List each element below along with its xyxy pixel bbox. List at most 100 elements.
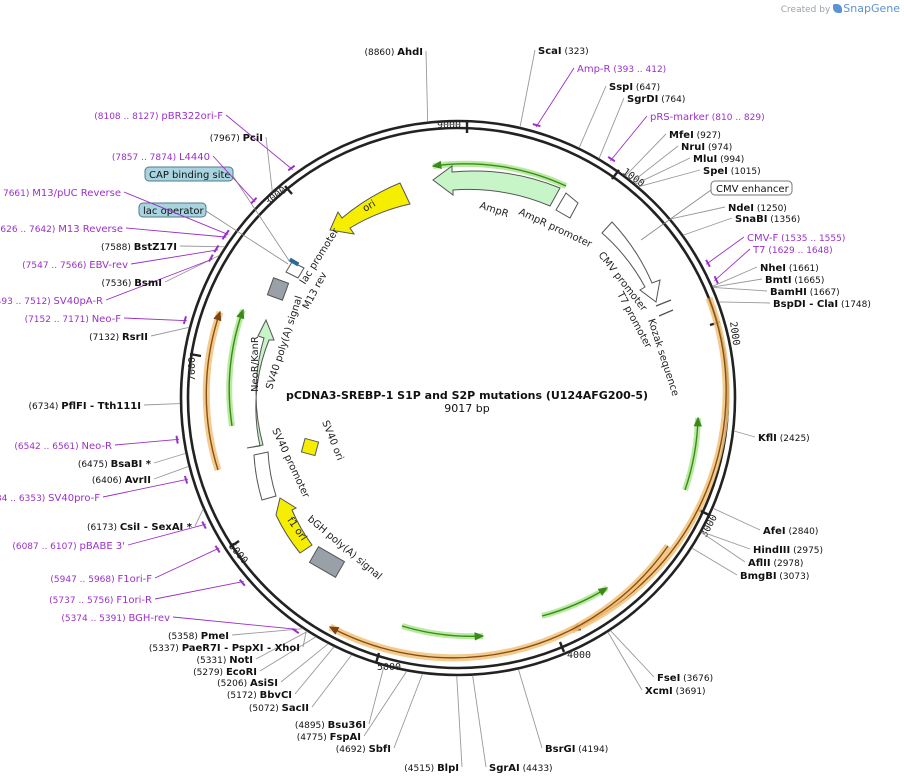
site-name: NruI <box>681 142 705 153</box>
restriction-site-labels[interactable]: (8860) AhdI ScaI (323) SspI (647)SgrDI (76… <box>28 46 870 774</box>
restriction-site-label[interactable]: NdeI (1250) <box>728 203 787 214</box>
primer-label[interactable]: T7 (1629 .. 1648) <box>752 245 833 256</box>
lac-operator-box <box>138 202 207 218</box>
site-name: PmeI <box>201 631 229 642</box>
feature-kozak-line <box>658 309 674 317</box>
primer-label[interactable]: (5737 .. 5756) F1ori-R <box>49 595 152 606</box>
restriction-site-label[interactable]: (5072) SacII <box>249 703 309 714</box>
restriction-site-label[interactable]: (7536) BsmI <box>101 278 162 289</box>
orf-arrow-top <box>431 160 567 187</box>
restriction-site-label[interactable]: BsrGI (4194) <box>545 744 608 755</box>
restriction-site-label[interactable]: ScaI (323) <box>538 46 589 57</box>
cap-binding-site-box <box>144 166 234 182</box>
restriction-site-label[interactable]: XcmI (3691) <box>645 686 706 697</box>
site-position: (5172) <box>227 691 260 701</box>
restriction-site-label[interactable]: (4692) SbfI <box>336 744 391 755</box>
site-name: SspI <box>609 82 633 93</box>
restriction-site-label[interactable]: NheI (1661) <box>760 263 819 274</box>
restriction-site-label[interactable]: SnaBI (1356) <box>735 214 800 225</box>
restriction-site-label[interactable]: AfeI (2840) <box>763 526 818 537</box>
restriction-site-label[interactable]: (6475) BsaBI * <box>78 459 152 470</box>
restriction-site-label[interactable]: (4775) FspAI <box>297 732 361 743</box>
site-name: SgrDI <box>627 94 658 105</box>
primer-label[interactable]: (7152 .. 7171) Neo-F <box>25 314 122 325</box>
restriction-site-label[interactable]: (6173) CsiI - SexAI * <box>87 522 193 533</box>
restriction-site-label[interactable]: (4515) BlpI <box>404 763 459 774</box>
restriction-site-label[interactable]: SgrDI (764) <box>627 94 685 105</box>
feature-shapes[interactable] <box>246 165 674 578</box>
restriction-site-label[interactable]: MfeI (927) <box>669 130 721 141</box>
restriction-site-label[interactable]: (5279) EcoRI <box>193 667 257 678</box>
site-name: PciI <box>243 133 263 144</box>
feature-f1-ori <box>275 497 313 554</box>
tick-label-9000: 9000 <box>437 120 461 131</box>
primer-mark <box>214 545 221 553</box>
restriction-site-label[interactable]: SspI (647) <box>609 82 660 93</box>
site-name: AvrII <box>125 475 151 486</box>
site-position: (6173) <box>87 523 120 533</box>
restriction-site-label[interactable]: (5337) PaeR7I - PspXI - XhoI <box>149 643 300 654</box>
primer-mark <box>238 579 246 587</box>
primer-label[interactable]: (7547 .. 7566) EBV-rev <box>22 260 128 271</box>
restriction-site-label[interactable]: NruI (974) <box>681 142 732 153</box>
restriction-site-label[interactable]: (7967) PciI <box>210 133 263 144</box>
site-name: AhdI <box>397 47 423 58</box>
orf-arcs <box>202 296 730 662</box>
site-position: (1661) <box>786 264 819 274</box>
primer-label[interactable]: (7639 .. 7661) M13/pUC Reverse <box>0 188 121 199</box>
restriction-site-label[interactable]: SpeI (1015) <box>703 166 761 177</box>
primer-label[interactable]: (6087 .. 6107) pBABE 3' <box>12 541 125 552</box>
tick-label-3000b: 3000 <box>263 185 289 209</box>
primer-label[interactable]: (5947 .. 5968) F1ori-F <box>50 574 152 585</box>
site-leader-line <box>363 670 408 737</box>
restriction-site-label[interactable]: KflI (2425) <box>758 433 810 444</box>
primer-label[interactable]: (8108 .. 8127) pBR322ori-F <box>94 111 223 122</box>
site-position: (8860) <box>364 48 397 58</box>
primer-range: (1629 .. 1648) <box>765 246 832 256</box>
restriction-site-label[interactable]: (7588) BstZ17I <box>101 242 177 253</box>
restriction-site-label[interactable]: SgrAI (4433) <box>489 763 553 774</box>
primer-labels[interactable]: Amp-R (393 .. 412) pRS-marker (810 .. 829… <box>0 64 845 624</box>
site-position: (6475) <box>78 460 111 470</box>
primer-label[interactable]: (5374 .. 5391) BGH-rev <box>61 613 170 624</box>
site-name: NheI <box>760 263 786 274</box>
site-leader-line <box>231 628 303 636</box>
restriction-site-label[interactable]: FseI (3676) <box>657 673 713 684</box>
restriction-site-label[interactable]: AflII (2978) <box>748 558 803 569</box>
site-position: (7132) <box>89 333 122 343</box>
boxed-labels[interactable]: CMV enhancer CAP binding site lac operat… <box>138 166 793 265</box>
feature-t7-promoter-line <box>655 299 672 307</box>
restriction-site-label[interactable]: (5331) NotI <box>196 655 253 666</box>
restriction-site-label[interactable]: (4895) Bsu36I <box>295 720 366 731</box>
restriction-site-label[interactable]: BamHI (1667) <box>770 287 840 298</box>
primer-name: F1ori-F <box>118 574 153 585</box>
primer-label[interactable]: (7493 .. 7512) SV40pA-R <box>0 296 103 307</box>
restriction-site-label[interactable]: (7132) RsrII <box>89 332 148 343</box>
site-name: BamHI <box>770 287 807 298</box>
primer-label[interactable]: (7857 .. 7874) L4440 <box>112 152 210 163</box>
restriction-site-label[interactable]: (5172) BbvCI <box>227 690 292 701</box>
restriction-site-label[interactable]: HindIII (2975) <box>753 545 823 556</box>
restriction-site-label[interactable]: BspDI - ClaI (1748) <box>773 299 871 310</box>
restriction-site-label[interactable]: (5358) PmeI <box>168 631 229 642</box>
restriction-site-label[interactable]: BmgBI (3073) <box>740 571 809 582</box>
restriction-site-label[interactable]: (6734) PflFI - Tth111I <box>28 401 141 412</box>
primer-label[interactable]: pRS-marker (810 .. 829) <box>650 112 765 123</box>
site-leader-line <box>368 665 385 725</box>
site-position: (6406) <box>92 476 125 486</box>
site-name: BbvCI <box>260 690 292 701</box>
primer-label[interactable]: (6542 .. 6561) Neo-R <box>14 441 112 452</box>
restriction-site-label[interactable]: BmtI (1665) <box>765 275 824 286</box>
primer-label[interactable]: (7626 .. 7642) M13 Reverse <box>0 224 123 235</box>
restriction-site-label[interactable]: (6406) AvrII <box>92 475 151 486</box>
restriction-site-label[interactable]: (5206) AsiSI <box>217 678 278 689</box>
primer-label[interactable]: CMV-F (1535 .. 1555) <box>747 233 845 244</box>
primer-leader-line <box>705 236 745 265</box>
primer-label[interactable]: (6334 .. 6353) SV40pro-F <box>0 493 100 504</box>
restriction-site-label[interactable]: (8860) AhdI <box>364 47 423 58</box>
primer-label[interactable]: Amp-R (393 .. 412) <box>577 64 666 75</box>
site-position: (1015) <box>728 167 761 177</box>
site-leader-line <box>625 133 667 177</box>
restriction-site-label[interactable]: MluI (994) <box>693 154 744 165</box>
